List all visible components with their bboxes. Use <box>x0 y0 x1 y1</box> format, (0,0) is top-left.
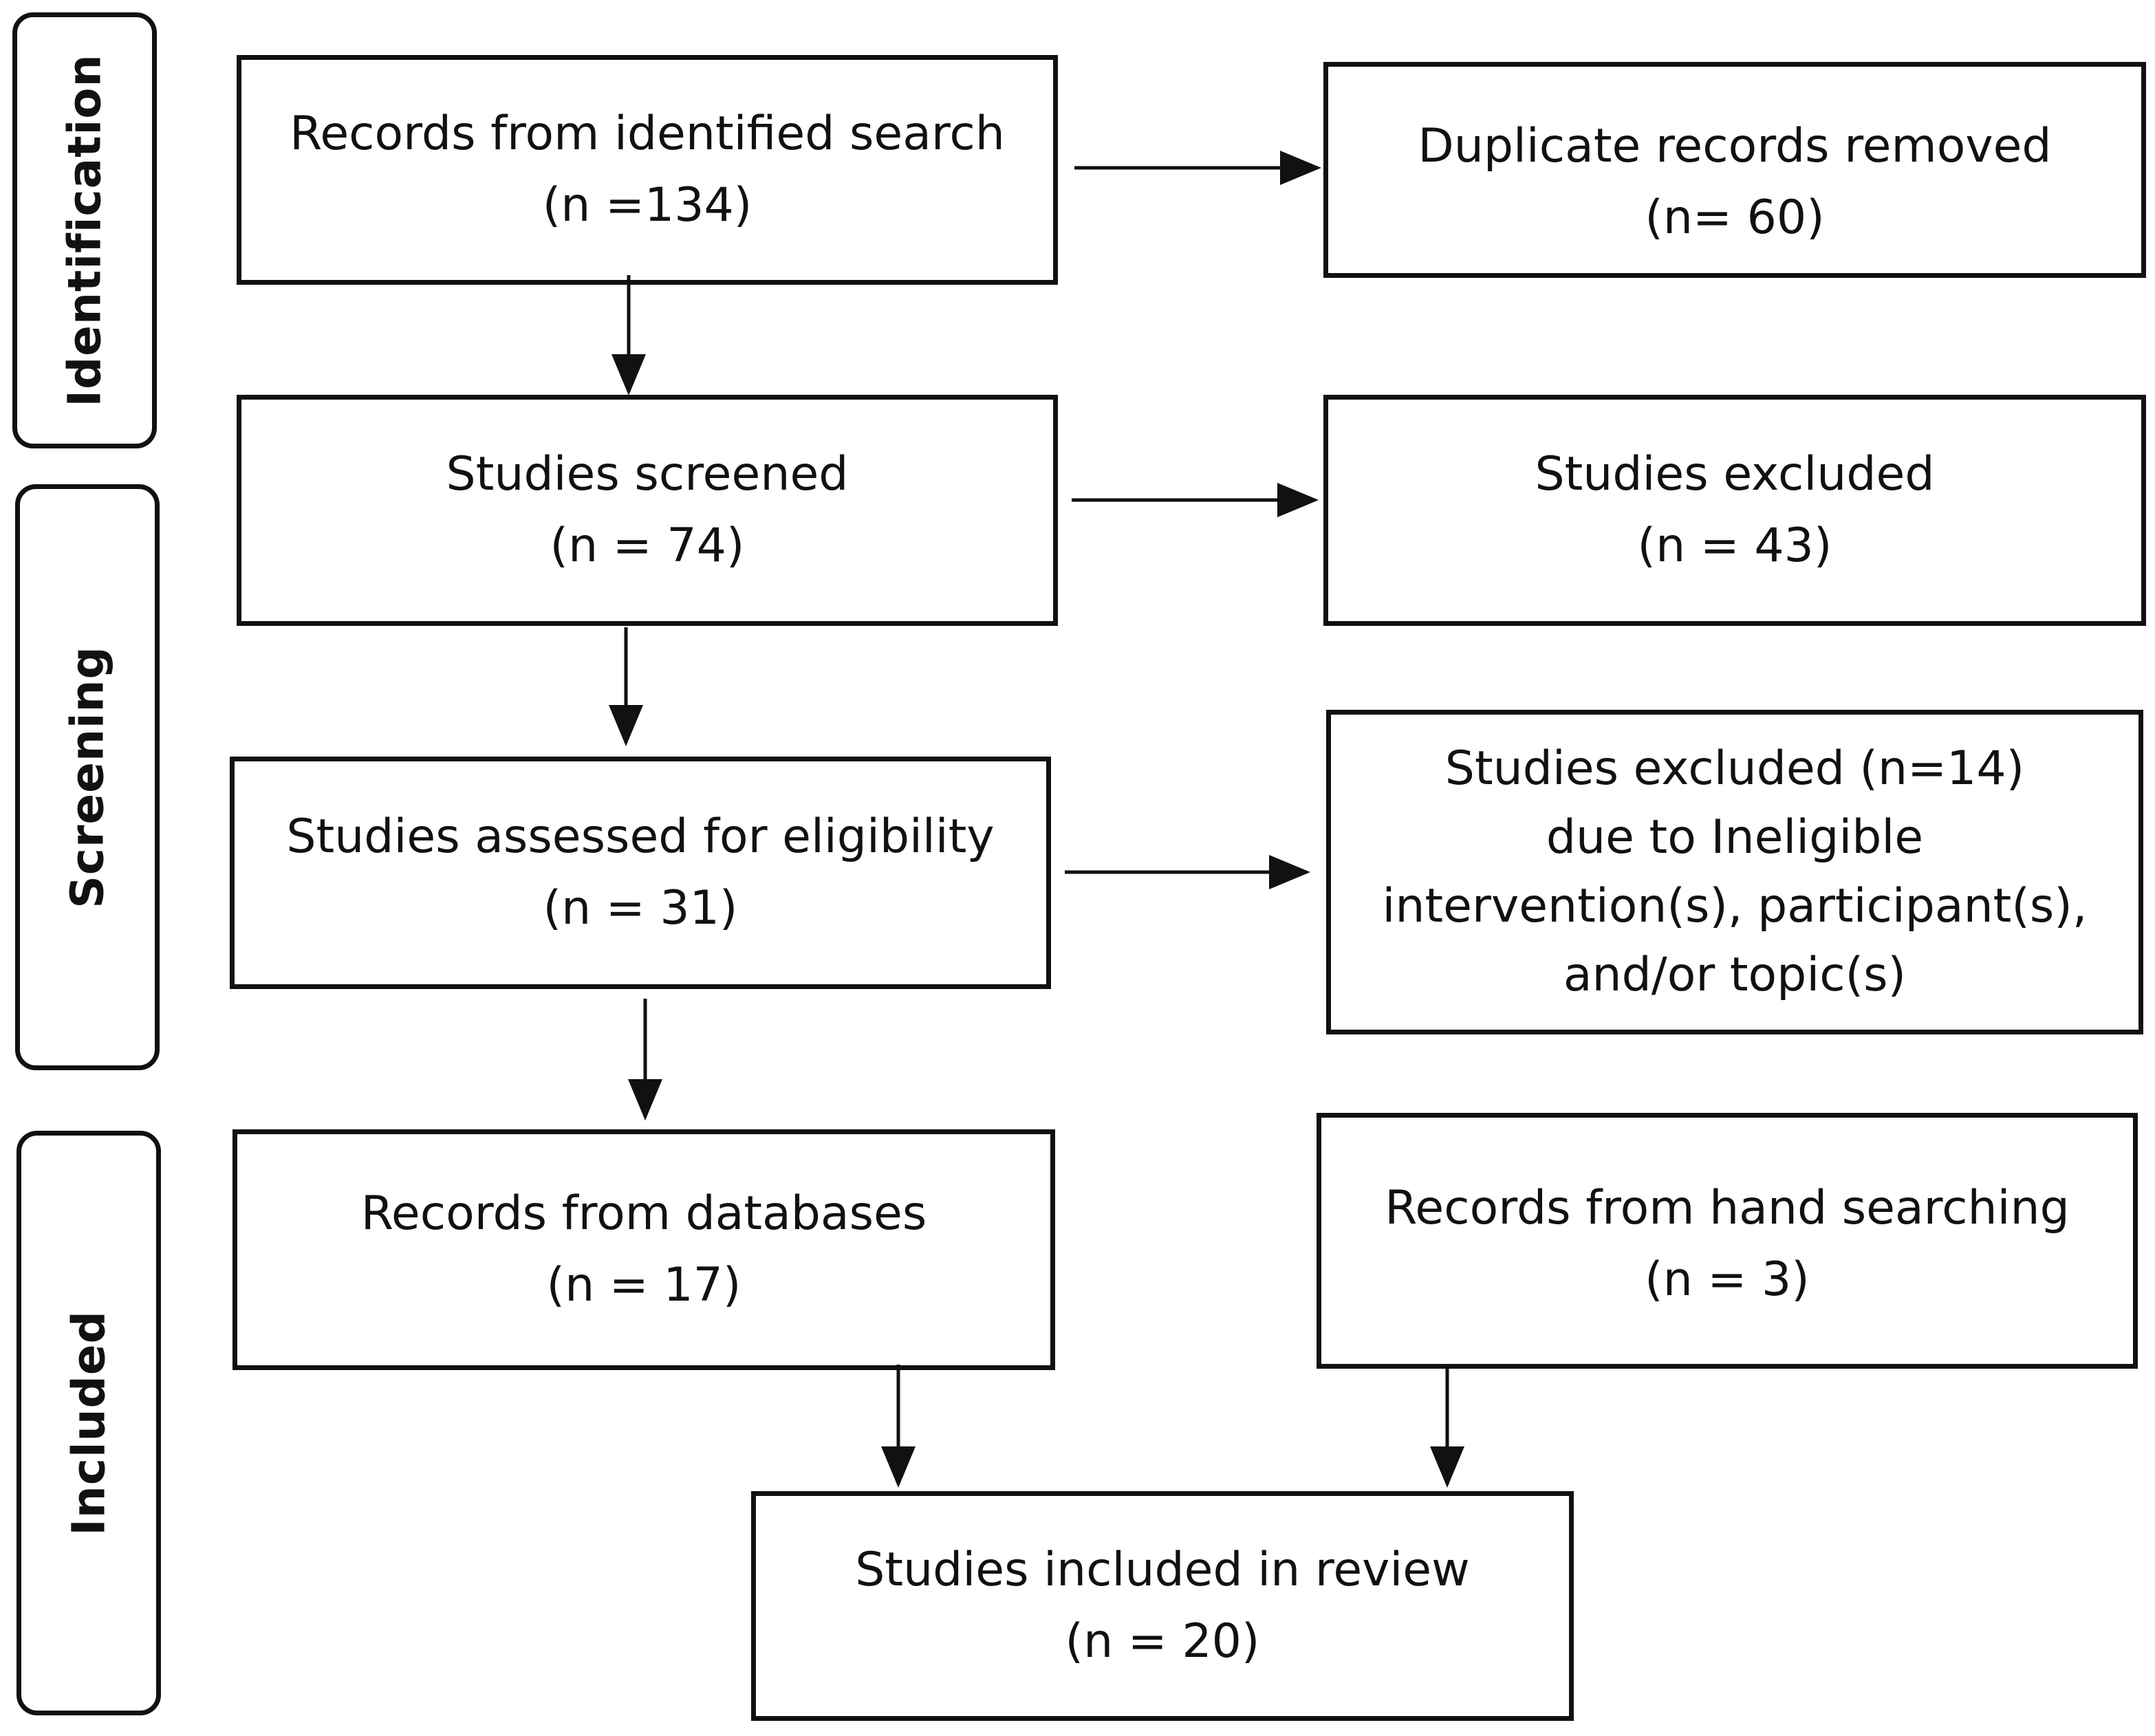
box-duplicates-removed: Duplicate records removed (n= 60) <box>1323 62 2146 278</box>
assessed-eligibility-label: Studies assessed for eligibility <box>286 810 995 864</box>
assessed-eligibility-count: (n = 31) <box>543 881 738 935</box>
box-studies-excluded: Studies excluded (n = 43) <box>1323 395 2146 626</box>
studies-excluded-count: (n = 43) <box>1637 519 1832 573</box>
box-records-hand-searching: Records from hand searching (n = 3) <box>1317 1113 2138 1369</box>
excluded-ineligible-line1: Studies excluded (n=14) <box>1444 741 2025 796</box>
box-records-identified: Records from identified search (n =134) <box>237 55 1058 285</box>
studies-screened-count: (n = 74) <box>550 519 745 573</box>
studies-screened-label: Studies screened <box>446 447 849 501</box>
studies-excluded-label: Studies excluded <box>1535 447 1935 501</box>
box-studies-screened: Studies screened (n = 74) <box>237 395 1058 626</box>
excluded-ineligible-line4: and/or topic(s) <box>1563 948 1907 1002</box>
box-excluded-ineligible: Studies excluded (n=14) due to Ineligibl… <box>1326 710 2143 1034</box>
phase-identification: Identification <box>12 12 157 448</box>
excluded-ineligible-line2: due to Ineligible <box>1546 810 1924 865</box>
records-databases-label: Records from databases <box>360 1186 927 1241</box>
records-identified-count: (n =134) <box>542 178 752 232</box>
box-assessed-eligibility: Studies assessed for eligibility (n = 31… <box>230 757 1051 989</box>
studies-included-count: (n = 20) <box>1065 1614 1260 1669</box>
phase-screening: Screening <box>15 484 160 1070</box>
studies-included-label: Studies included in review <box>855 1543 1470 1597</box>
box-studies-included: Studies included in review (n = 20) <box>751 1491 1574 1721</box>
duplicates-removed-count: (n= 60) <box>1645 191 1825 245</box>
phase-included: Included <box>17 1131 161 1715</box>
records-databases-count: (n = 17) <box>546 1258 741 1312</box>
excluded-ineligible-line3: intervention(s), participant(s), <box>1382 879 2088 933</box>
duplicates-removed-label: Duplicate records removed <box>1418 119 2052 173</box>
records-hand-searching-count: (n = 3) <box>1645 1252 1810 1307</box>
records-identified-label: Records from identified search <box>290 107 1005 161</box>
box-records-databases: Records from databases (n = 17) <box>232 1129 1055 1370</box>
records-hand-searching-label: Records from hand searching <box>1385 1181 2070 1235</box>
